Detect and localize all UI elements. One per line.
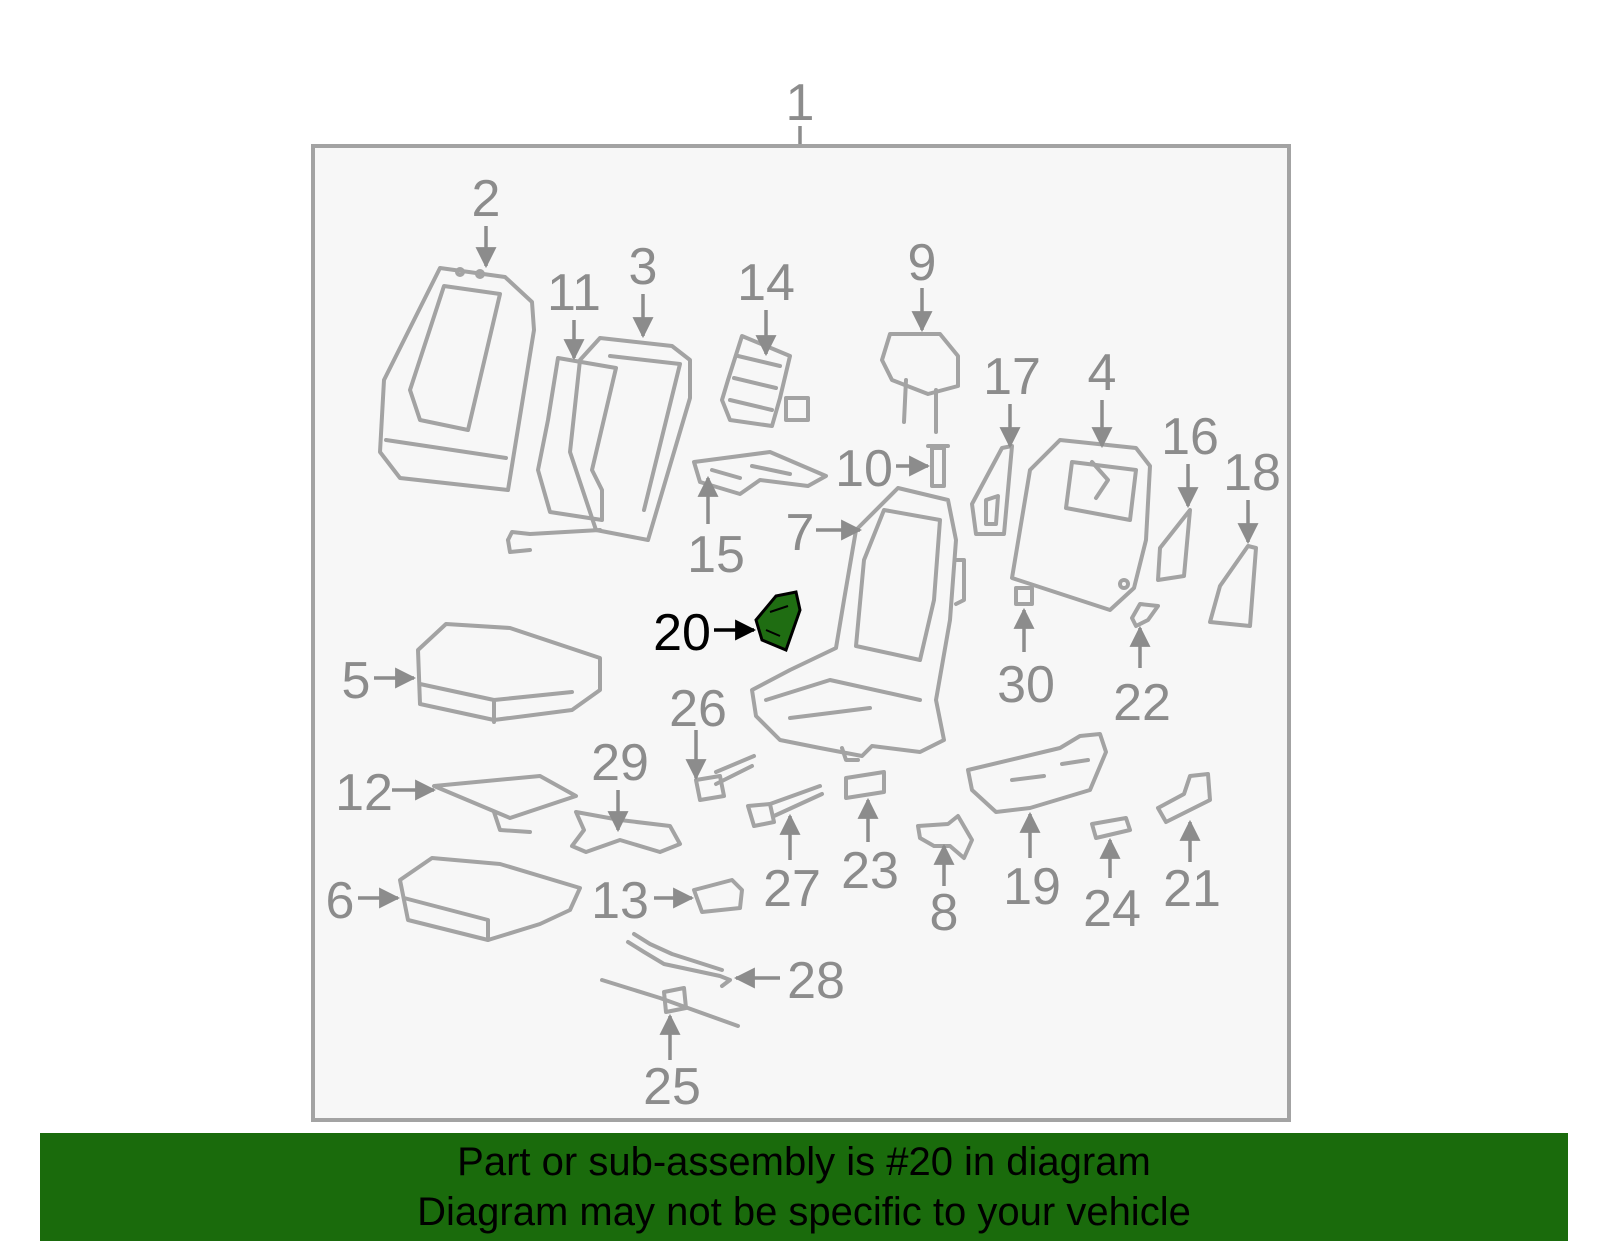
callout-6[interactable]: 6: [326, 872, 355, 930]
callout-7[interactable]: 7: [786, 504, 815, 562]
callout-10[interactable]: 10: [835, 440, 893, 498]
callout-26[interactable]: 26: [669, 680, 727, 738]
callout-4[interactable]: 4: [1088, 344, 1117, 402]
part-6-cushion[interactable]: [398, 856, 582, 942]
part-13-bracket[interactable]: [692, 878, 744, 914]
callout-28[interactable]: 28: [787, 952, 845, 1010]
callout-8[interactable]: 8: [930, 884, 959, 942]
part-19-side-shield[interactable]: [966, 732, 1108, 814]
part-12-heater[interactable]: [432, 774, 578, 834]
part-5-cushion-pad[interactable]: [416, 622, 602, 724]
callout-5[interactable]: 5: [342, 652, 371, 710]
callout-27[interactable]: 27: [763, 860, 821, 918]
callout-1[interactable]: 1: [786, 74, 815, 132]
callout-22[interactable]: 22: [1113, 674, 1171, 732]
footer-banner: Part or sub-assembly is #20 in diagram D…: [40, 1133, 1568, 1241]
callout-12[interactable]: 12: [335, 764, 393, 822]
part-21-knob[interactable]: [1156, 772, 1212, 824]
part-2-seatback-cover[interactable]: [378, 266, 536, 492]
callout-19[interactable]: 19: [1003, 858, 1061, 916]
callout-13[interactable]: 13: [591, 872, 649, 930]
callout-9[interactable]: 9: [908, 234, 937, 292]
callout-21[interactable]: 21: [1163, 860, 1221, 918]
part-11-heater-element[interactable]: [506, 356, 618, 554]
callout-3[interactable]: 3: [629, 238, 658, 296]
callout-30[interactable]: 30: [997, 656, 1055, 714]
part-22-clip[interactable]: [1130, 602, 1160, 628]
callout-24[interactable]: 24: [1083, 880, 1141, 938]
part-18-trim[interactable]: [1208, 544, 1258, 628]
callout-2[interactable]: 2: [472, 170, 501, 228]
assembly-frame: [311, 144, 1291, 1122]
part-8-bracket[interactable]: [916, 814, 974, 860]
part-16-trim[interactable]: [1156, 508, 1192, 582]
footer-line-2: Diagram may not be specific to your vehi…: [417, 1190, 1191, 1234]
part-14-lumbar[interactable]: [720, 334, 810, 428]
callout-29[interactable]: 29: [591, 734, 649, 792]
part-10-guide[interactable]: [926, 444, 950, 488]
part-3-seatback-pad[interactable]: [568, 336, 692, 542]
part-4-back-panel[interactable]: [1010, 438, 1152, 612]
callout-23[interactable]: 23: [841, 842, 899, 900]
callout-15[interactable]: 15: [687, 526, 745, 584]
callout-16[interactable]: 16: [1161, 408, 1219, 466]
callout-11[interactable]: 11: [547, 264, 601, 322]
footer-line-1: Part or sub-assembly is #20 in diagram: [457, 1140, 1151, 1184]
part-27-motor[interactable]: [746, 784, 824, 828]
part-30-grommet[interactable]: [1014, 586, 1034, 606]
part-26-motor[interactable]: [694, 754, 756, 802]
part-24-switch[interactable]: [1090, 816, 1132, 840]
part-9-headrest[interactable]: [880, 332, 960, 434]
part-29-harness[interactable]: [570, 810, 682, 854]
part-28-harness[interactable]: [626, 932, 732, 988]
part-23-label[interactable]: [844, 770, 886, 800]
callout-17[interactable]: 17: [983, 348, 1041, 406]
part-7-seat-frame[interactable]: [750, 486, 966, 762]
part-25-cable[interactable]: [600, 978, 740, 1028]
callout-14[interactable]: 14: [737, 254, 795, 312]
callout-18[interactable]: 18: [1223, 444, 1281, 502]
callout-25[interactable]: 25: [643, 1058, 701, 1116]
callout-20[interactable]: 20: [653, 604, 711, 662]
